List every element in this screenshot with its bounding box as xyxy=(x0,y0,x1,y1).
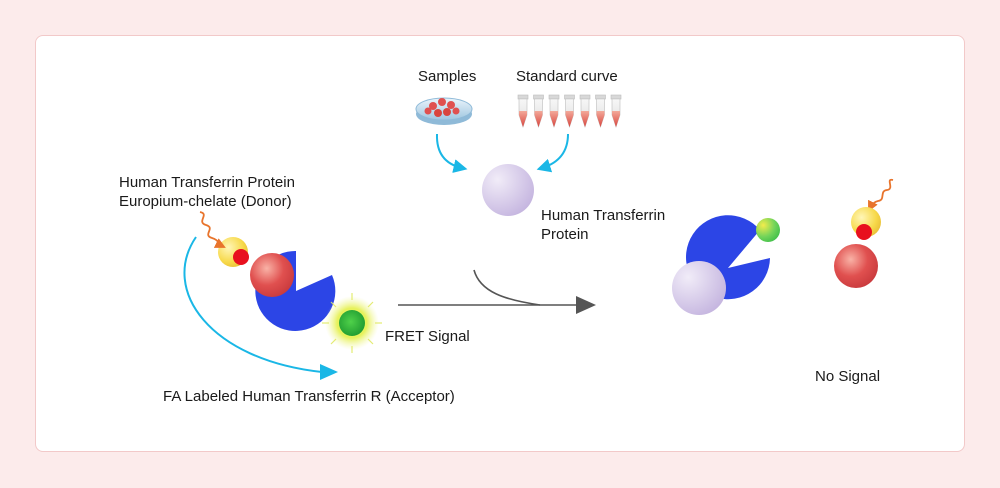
donor-label-line2: Europium-chelate (Donor) xyxy=(119,193,292,210)
no-signal-label: No Signal xyxy=(815,368,881,385)
protein-label-line2: Protein xyxy=(541,226,589,243)
europium-chelate-icon xyxy=(233,249,249,265)
released-europium-icon xyxy=(856,224,872,240)
donor-label-line1: Human Transferrin Protein xyxy=(119,174,295,191)
standard-curve-label: Standard curve xyxy=(516,68,618,85)
tube-icon xyxy=(533,94,544,128)
excitation-wave-right-icon xyxy=(868,178,894,212)
tube-icon xyxy=(579,94,591,128)
fret-glow-icon xyxy=(322,293,382,353)
acceptor-label: FA Labeled Human Transferrin R (Acceptor… xyxy=(163,388,455,405)
standard-curve-tubes-icon xyxy=(517,94,622,128)
tube-icon xyxy=(610,94,622,128)
samples-arrow-icon xyxy=(435,133,468,173)
samples-label: Samples xyxy=(418,68,477,85)
tube-icon xyxy=(564,94,575,128)
acceptor-arrowhead-icon xyxy=(320,364,338,380)
fret-signal-label: FRET Signal xyxy=(385,328,470,345)
protein-label-line1: Human Transferrin xyxy=(541,207,666,224)
free-protein-icon xyxy=(482,164,534,216)
bound-protein-icon xyxy=(250,253,294,297)
diagram-panel xyxy=(35,35,965,452)
tube-icon xyxy=(517,94,529,128)
acceptor-curve-arrow-icon xyxy=(183,236,323,373)
tube-icon xyxy=(548,94,560,128)
tube-icon xyxy=(595,94,606,128)
acceptor-green-icon xyxy=(339,310,365,336)
excitation-wave-icon xyxy=(199,211,226,248)
standards-arrow-icon xyxy=(536,133,569,173)
reaction-arrow-icon xyxy=(398,269,596,314)
released-protein-icon xyxy=(834,244,878,288)
acceptor-right-icon xyxy=(756,218,780,242)
petri-dish-icon xyxy=(415,97,473,125)
bound-free-protein-icon xyxy=(672,261,726,315)
